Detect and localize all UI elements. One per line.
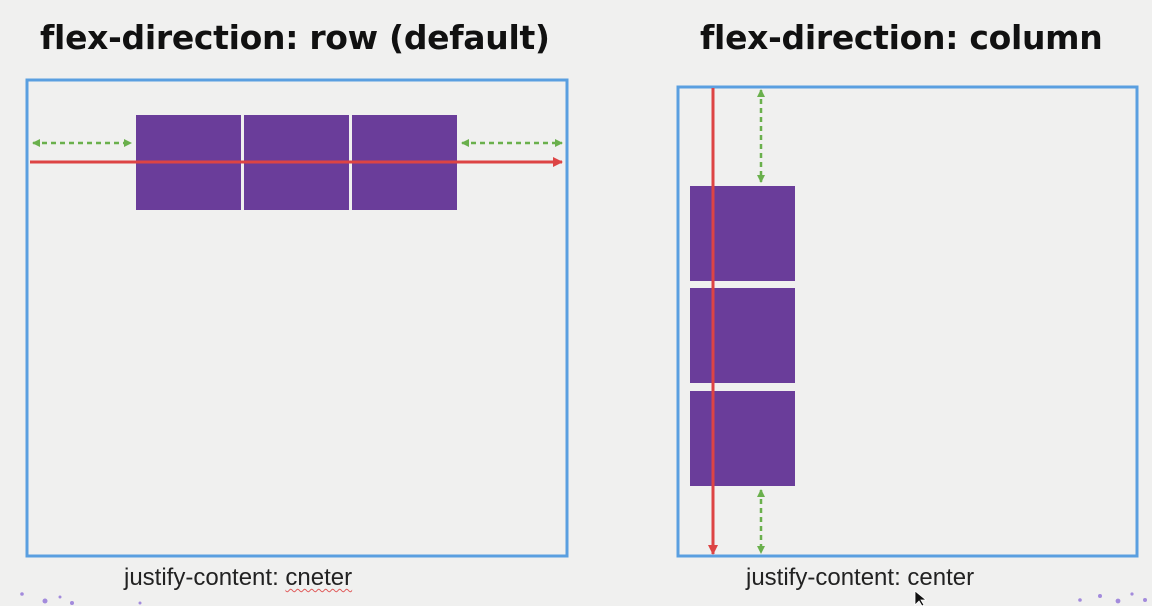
row-caption: justify-content: cneter [124,564,352,592]
row-title: flex-direction: row (default) [40,18,550,57]
column-item-3 [690,391,795,486]
mouse-pointer-icon [914,590,928,606]
decorative-dots [20,592,1147,605]
column-caption: justify-content: center [746,564,975,591]
row-container [25,78,569,558]
column-item-2 [690,288,795,383]
column-container [676,85,1139,558]
row-caption-value: cneter [285,564,353,591]
column-title: flex-direction: column [700,18,1103,57]
column-item-1 [690,186,795,281]
row-caption-property: justify-content: [124,564,286,591]
